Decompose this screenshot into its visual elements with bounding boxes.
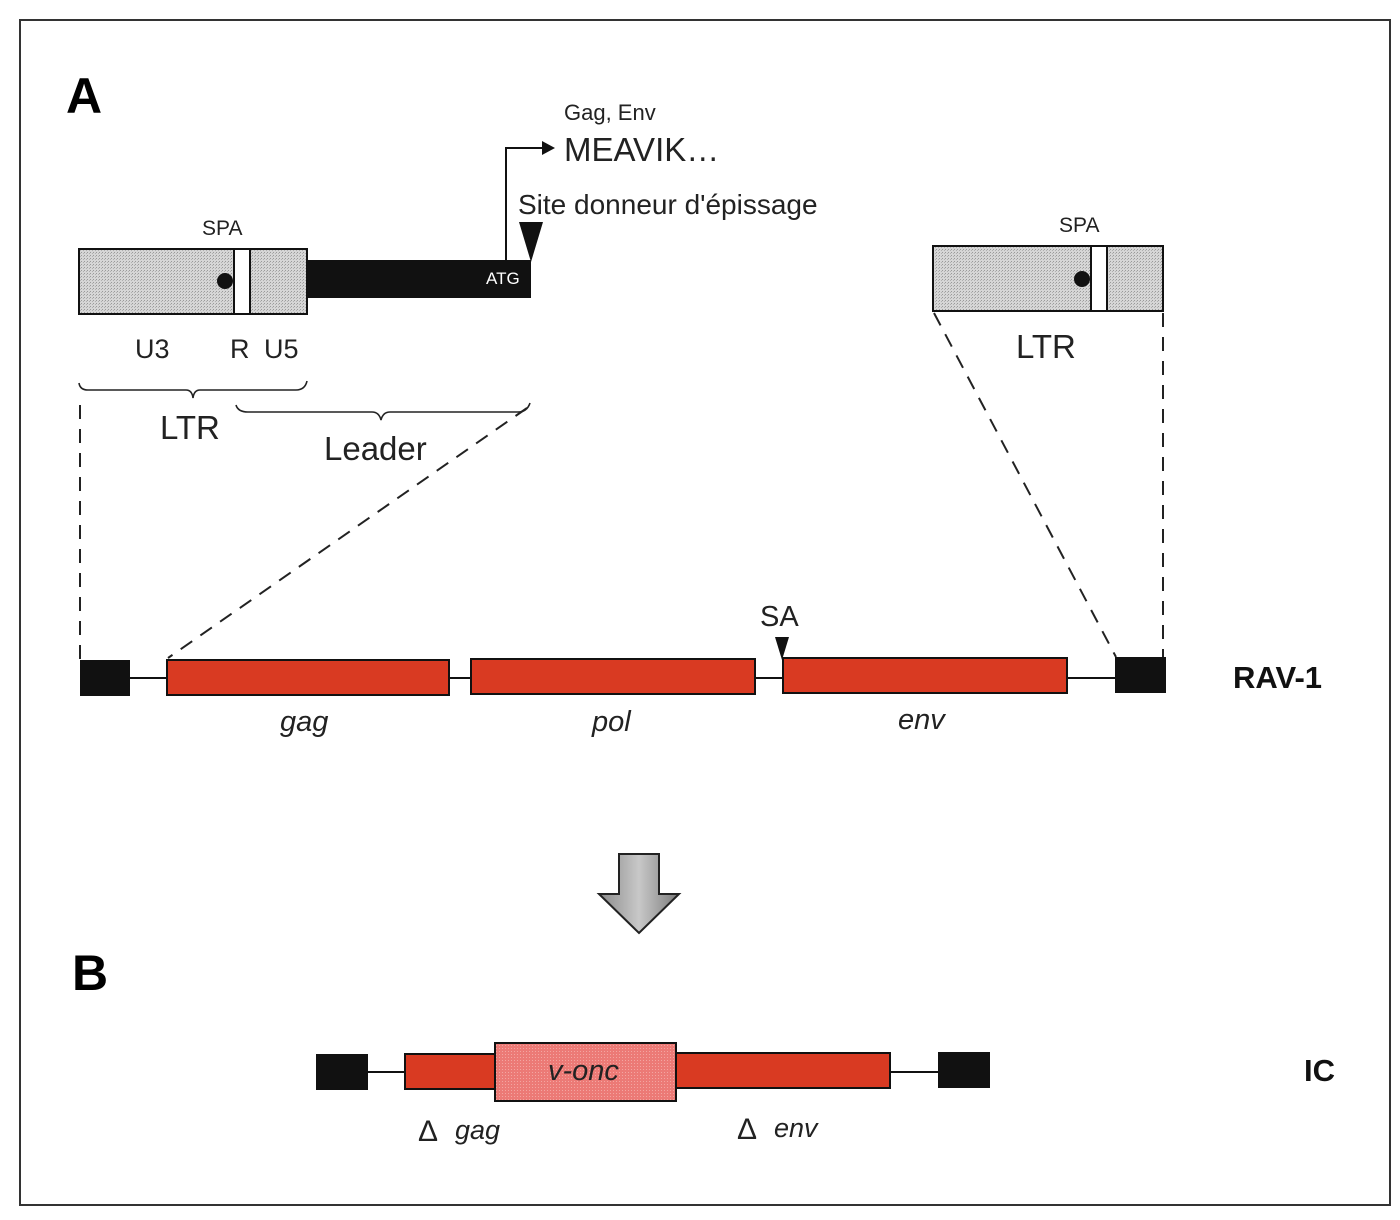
ltr-brace-label: LTR	[160, 409, 220, 446]
splice-acceptor-label: SA	[760, 601, 799, 633]
start-arrow-head	[542, 141, 555, 155]
projection-leader	[167, 407, 528, 659]
u5-label: U5	[264, 334, 299, 364]
spa-label-right: SPA	[1059, 214, 1099, 237]
ic-delta-env-box	[674, 1052, 891, 1089]
ic-delta-gag-box	[404, 1053, 498, 1090]
rav1-ltr-3prime	[1115, 657, 1166, 693]
down-arrow-icon	[596, 853, 682, 935]
gene-env-box	[782, 657, 1068, 694]
start-sequence-label: MEAVIK…	[564, 131, 719, 168]
leader-brace-label: Leader	[324, 430, 427, 467]
u3-label: U3	[135, 334, 170, 364]
spa-dot-right	[1074, 271, 1090, 287]
ic-ltr-3prime	[938, 1052, 990, 1088]
start-arrow-line	[505, 147, 542, 260]
spa-band-right	[1090, 245, 1108, 312]
r-label: R	[230, 334, 250, 364]
gene-pol-box	[470, 658, 756, 695]
delta-gag-label: gag	[455, 1115, 500, 1145]
left-ltr-detail: ATG SPA Gag, Env MEAVIK… Site donneur d'…	[78, 100, 818, 467]
projection-lines	[79, 312, 1164, 660]
leader-bar	[307, 260, 531, 298]
ic-vonc-box	[494, 1042, 677, 1102]
ic-vonc-label: v-onc	[548, 1055, 619, 1087]
ic-name: IC	[1304, 1053, 1335, 1088]
spa-band-left	[233, 248, 251, 315]
leader-brace	[235, 402, 531, 421]
splice-donor-marker	[519, 222, 543, 262]
gene-gag-box	[166, 659, 450, 696]
ltr-right-label: LTR	[1016, 328, 1076, 365]
ic-ltr-5prime	[316, 1054, 368, 1090]
ltr-brace	[78, 380, 308, 399]
ltr-box-right	[932, 245, 1164, 312]
panel-a-label: A	[66, 68, 102, 124]
gene-env-label: env	[898, 704, 946, 736]
gene-gag-label: gag	[280, 706, 328, 738]
rav1-ltr-5prime	[80, 660, 130, 696]
atg-label: ATG	[486, 269, 520, 288]
projection-right-ltr-left	[933, 312, 1117, 658]
figure-border	[19, 19, 1391, 1206]
delta-gag-symbol: Δ	[418, 1115, 438, 1148]
gene-pol-label: pol	[591, 706, 632, 738]
spa-dot-left	[217, 273, 233, 289]
spa-label-left: SPA	[202, 217, 242, 240]
start-proteins-label: Gag, Env	[564, 100, 656, 125]
right-ltr-detail: SPA LTR	[932, 214, 1164, 365]
splice-acceptor-marker	[775, 637, 789, 660]
delta-env-label: env	[774, 1113, 819, 1143]
ltr-box-left	[78, 248, 308, 315]
panel-b-label: B	[72, 945, 108, 1001]
splice-donor-label: Site donneur d'épissage	[518, 189, 818, 220]
delta-env-symbol: Δ	[737, 1113, 757, 1146]
ic-genome: v-onc Δ gag Δ env IC	[316, 1042, 1335, 1148]
rav1-name: RAV-1	[1233, 660, 1322, 695]
rav1-genome: SA gag pol env RAV-1	[80, 601, 1322, 738]
